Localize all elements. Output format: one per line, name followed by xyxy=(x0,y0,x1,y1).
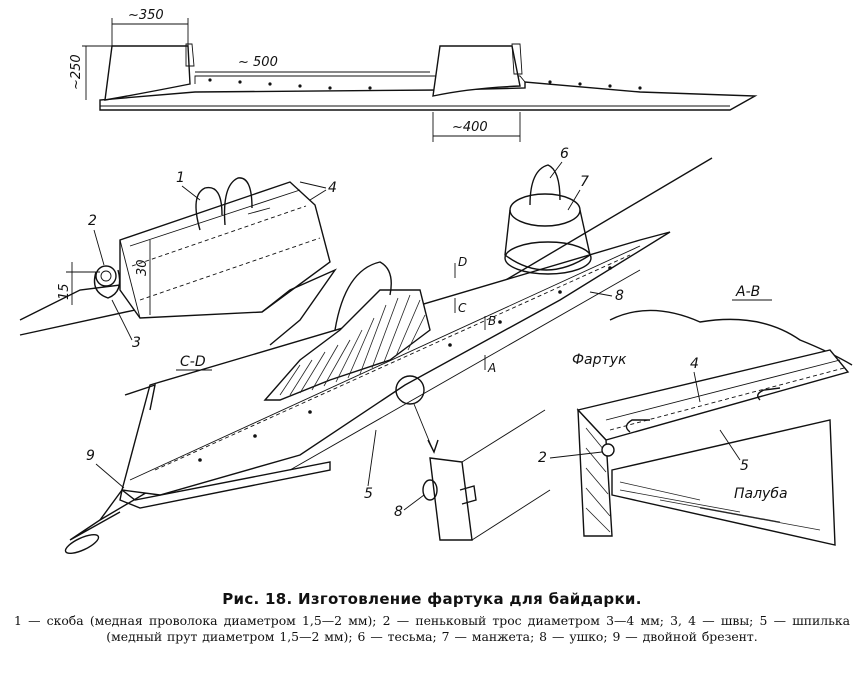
dim-15: 15 xyxy=(57,283,72,300)
label-4: 4 xyxy=(328,180,337,196)
section-ab: A-B Фартук Палуба 4 5 xyxy=(538,284,853,546)
main-perspective-view: D C B A 6 7 8 8 9 5 C-D xyxy=(64,146,713,555)
label-8-detail: 8 xyxy=(394,504,403,520)
dim-400: ~400 xyxy=(452,120,488,135)
label-2: 2 xyxy=(88,213,97,229)
label-6: 6 xyxy=(560,146,569,162)
dim-350: ~350 xyxy=(128,8,164,23)
section-ab-label-2: 2 xyxy=(538,450,547,466)
side-view: ~350 ~ 500 ~250 ~400 xyxy=(69,8,758,142)
seam-detail: 30 15 1 2 3 4 xyxy=(19,170,338,351)
section-letter-A: A xyxy=(487,361,496,375)
section-letter-C: C xyxy=(458,301,467,315)
label-1: 1 xyxy=(176,170,185,186)
label-7: 7 xyxy=(580,174,589,190)
label-5-main: 5 xyxy=(364,486,373,502)
label-9: 9 xyxy=(86,448,95,464)
dim-500: ~ 500 xyxy=(238,55,278,70)
label-8-top: 8 xyxy=(615,288,624,304)
section-ab-title: A-B xyxy=(735,284,760,300)
section-letter-B: B xyxy=(488,314,496,328)
figure-caption: Рис. 18. Изготовление фартука для байдар… xyxy=(222,590,642,608)
dim-30: 30 xyxy=(135,259,150,276)
section-letter-D: D xyxy=(458,255,467,269)
section-cd-title: C-D xyxy=(180,354,206,370)
kayak-spray-deck-diagram: ~350 ~ 500 ~250 ~400 30 1 xyxy=(19,8,853,555)
fartuk-label: Фартук xyxy=(572,352,627,368)
figure-legend: 1 — скоба (медная проволока диаметром 1,… xyxy=(14,613,850,644)
dim-250: ~250 xyxy=(69,54,84,90)
cockpit-hatching xyxy=(279,294,426,396)
label-3: 3 xyxy=(132,335,141,351)
section-ab-label-4: 4 xyxy=(690,356,699,372)
paluba-label: Палуба xyxy=(734,486,788,502)
section-ab-label-5: 5 xyxy=(740,458,749,474)
